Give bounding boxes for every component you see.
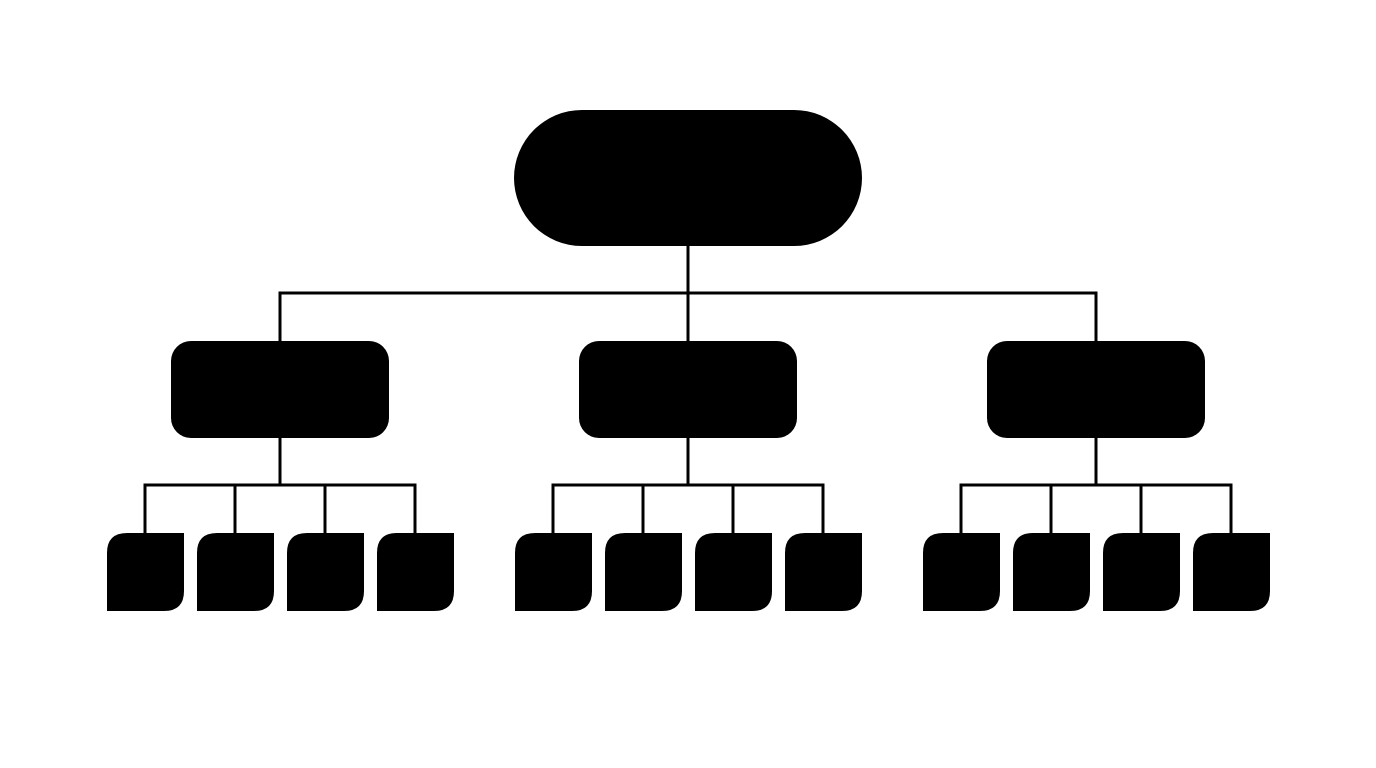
- branch-node-1: [171, 341, 389, 438]
- leaf-node-3-3: [1103, 533, 1180, 611]
- connector-lines: [143, 244, 1233, 535]
- branch-node-3: [987, 341, 1205, 438]
- leaf-node-1-4: [377, 533, 454, 611]
- leaf-node-2-4: [785, 533, 862, 611]
- leaf-node-2-3: [695, 533, 772, 611]
- leaf-node-2-1: [515, 533, 592, 611]
- leaf-node-1-1: [107, 533, 184, 611]
- leaf-node-3-2: [1013, 533, 1090, 611]
- chart-nodes: [107, 110, 1270, 611]
- leaf-node-1-3: [287, 533, 364, 611]
- leaf-node-3-1: [923, 533, 1000, 611]
- leaf-node-1-2: [197, 533, 274, 611]
- leaf-node-2-2: [605, 533, 682, 611]
- leaf-node-3-4: [1193, 533, 1270, 611]
- branch-node-2: [579, 341, 797, 438]
- root-node: [514, 110, 862, 246]
